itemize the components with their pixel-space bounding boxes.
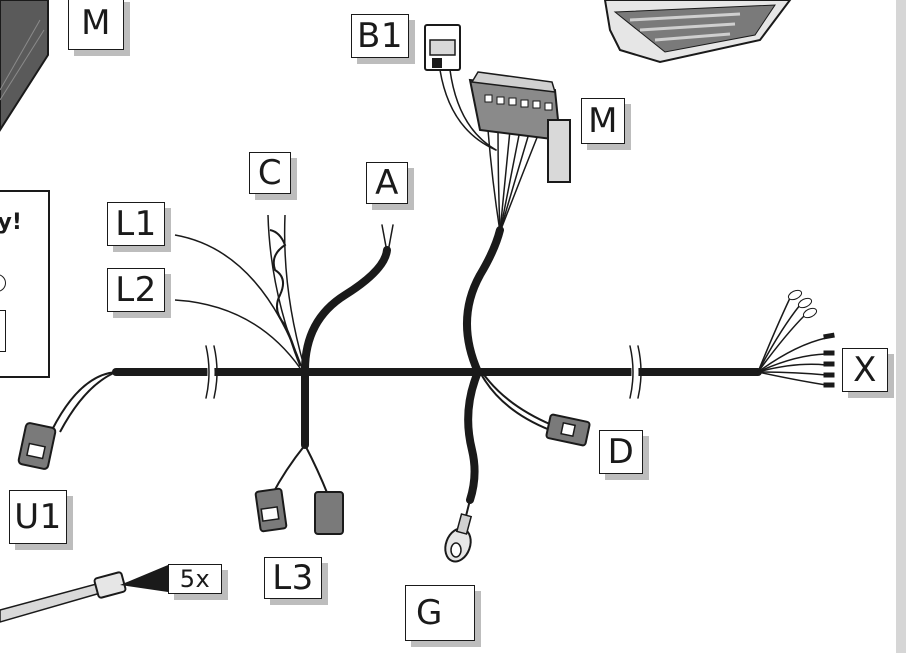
label-m-top: M [68, 0, 124, 50]
cable-tie-illustration [0, 565, 168, 623]
label-m-right: M [581, 98, 625, 144]
page-edge [896, 0, 906, 653]
branch-d [479, 371, 553, 431]
l3-connectors [254, 487, 344, 535]
module-box-illustration [0, 0, 49, 132]
m-multipin-connector [468, 71, 571, 183]
label-l2: L2 [107, 268, 165, 312]
light-unit-illustration [603, 0, 792, 64]
branch-a [301, 224, 394, 374]
warning-note-box: ly! [0, 190, 50, 378]
warning-text: ly! [0, 210, 22, 235]
b1-connector [424, 24, 461, 71]
branch-ground [464, 368, 482, 521]
label-a: A [366, 162, 408, 204]
branch-x-wires [757, 297, 827, 386]
warning-inner-frame [0, 310, 6, 352]
label-quantity: 5x [168, 564, 222, 594]
u1-connector [17, 422, 57, 470]
x-wire-terminals [787, 289, 835, 388]
warning-icon [0, 274, 6, 292]
label-u1: U1 [9, 490, 67, 544]
branch-l3 [271, 368, 329, 496]
label-g-text: G [416, 593, 443, 633]
label-l1: L1 [107, 202, 165, 246]
label-l3: L3 [264, 557, 322, 599]
label-d: D [599, 430, 643, 474]
branch-u1 [51, 371, 117, 433]
label-b1: B1 [351, 14, 409, 58]
d-connector [545, 413, 591, 447]
label-c: C [249, 152, 291, 194]
branch-m-b1 [439, 69, 541, 376]
label-x: X [842, 348, 888, 392]
ground-ring-terminal [444, 513, 473, 563]
branch-l1-l2-c-wires [174, 214, 305, 369]
label-g: G [405, 585, 475, 641]
main-trunk-cable [112, 342, 762, 402]
